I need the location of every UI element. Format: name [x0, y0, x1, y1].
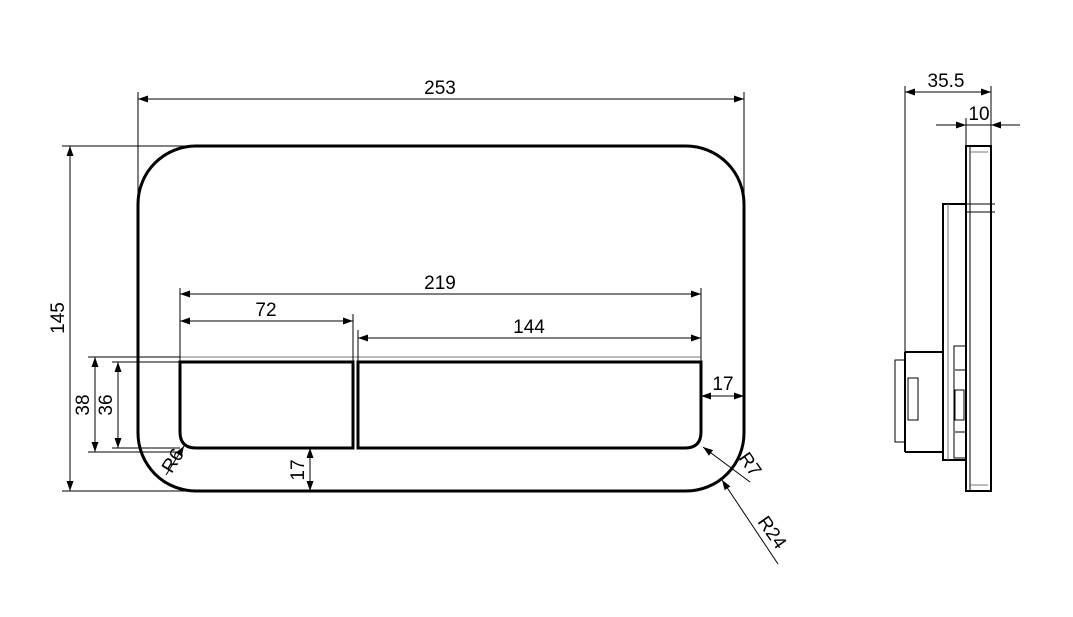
side-bracket	[894, 345, 967, 459]
dim-text-overall-width: 253	[424, 78, 456, 99]
dim-text-button-height-inner: 36	[96, 394, 117, 415]
dim-text-side-margin: 17	[712, 374, 733, 395]
dim-overall-height: 145	[48, 145, 195, 492]
dim-side-margin: 17	[701, 374, 744, 400]
dim-plate-thickness: 10	[936, 104, 1020, 146]
dim-overall-width: 253	[137, 78, 745, 300]
dim-text-plate-thickness: 10	[968, 104, 989, 125]
plate-outline	[136, 144, 746, 493]
dim-total-depth: 35.5	[904, 71, 992, 352]
front-view: 253 145 219 72 144	[48, 78, 790, 565]
dim-text-total-depth: 35.5	[928, 71, 965, 92]
dim-plate-radius: R24	[721, 479, 790, 565]
small-button-outline	[178, 360, 355, 450]
dim-text-button-corner-radius: R7	[734, 449, 765, 481]
dim-text-button-height-outer: 38	[73, 394, 94, 415]
side-rear-body	[942, 203, 967, 461]
dim-large-button-width: 144	[357, 317, 701, 362]
dim-text-overall-height: 145	[48, 302, 69, 334]
dim-buttons-width: 219	[179, 273, 702, 362]
side-view: 35.5 10	[894, 71, 1020, 492]
dim-text-buttons-width: 219	[424, 273, 456, 294]
dim-text-bottom-margin: 17	[288, 459, 309, 480]
dim-bottom-margin: 17	[288, 448, 314, 491]
dim-text-small-button-width: 72	[255, 300, 276, 321]
dim-small-button-width: 72	[180, 300, 354, 362]
large-button-outline	[356, 360, 703, 450]
dim-button-radius: R6	[158, 445, 189, 477]
dim-text-plate-radius: R24	[753, 513, 790, 554]
dim-text-large-button-width: 144	[513, 317, 545, 338]
dim-button-heights: 38 36	[73, 356, 180, 453]
dim-text-button-radius: R6	[158, 445, 189, 477]
